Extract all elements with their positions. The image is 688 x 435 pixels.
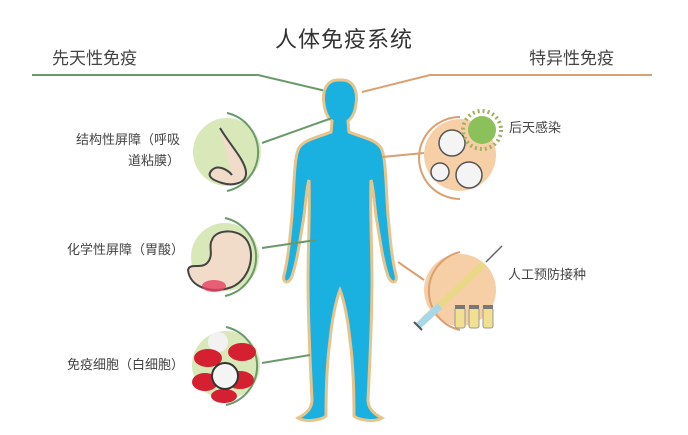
human-body-icon: [282, 78, 398, 422]
acquired-infection-label: 后天感染: [509, 121, 562, 136]
innate-immunity-heading: 先天性免疫: [52, 49, 137, 69]
structural-barrier-label-line1: 结构性屏障（呼吸: [75, 133, 180, 148]
structural-barrier-label-line2: 道粘膜）: [127, 154, 180, 169]
nose-icon: [193, 112, 261, 192]
specific-header-line: [361, 74, 652, 93]
blood-cells-icon: [192, 326, 260, 406]
vaccination-label: 人工预防接种: [508, 268, 587, 283]
specific-immunity-heading: 特异性免疫: [529, 49, 614, 69]
immune-cells-label: 免疫细胞（白细胞）: [66, 358, 184, 373]
structural-barrier-label: 结构性屏障（呼吸 道粘膜）: [50, 130, 180, 172]
chemical-barrier-label: 化学性屏障（胃酸）: [66, 243, 184, 258]
innate-header-line: [32, 74, 331, 93]
syringe-vaccine-icon: [413, 245, 503, 331]
stomach-icon: [186, 217, 259, 297]
virus-icon: [418, 109, 503, 200]
diagram-title: 人体免疫系统: [274, 28, 413, 53]
